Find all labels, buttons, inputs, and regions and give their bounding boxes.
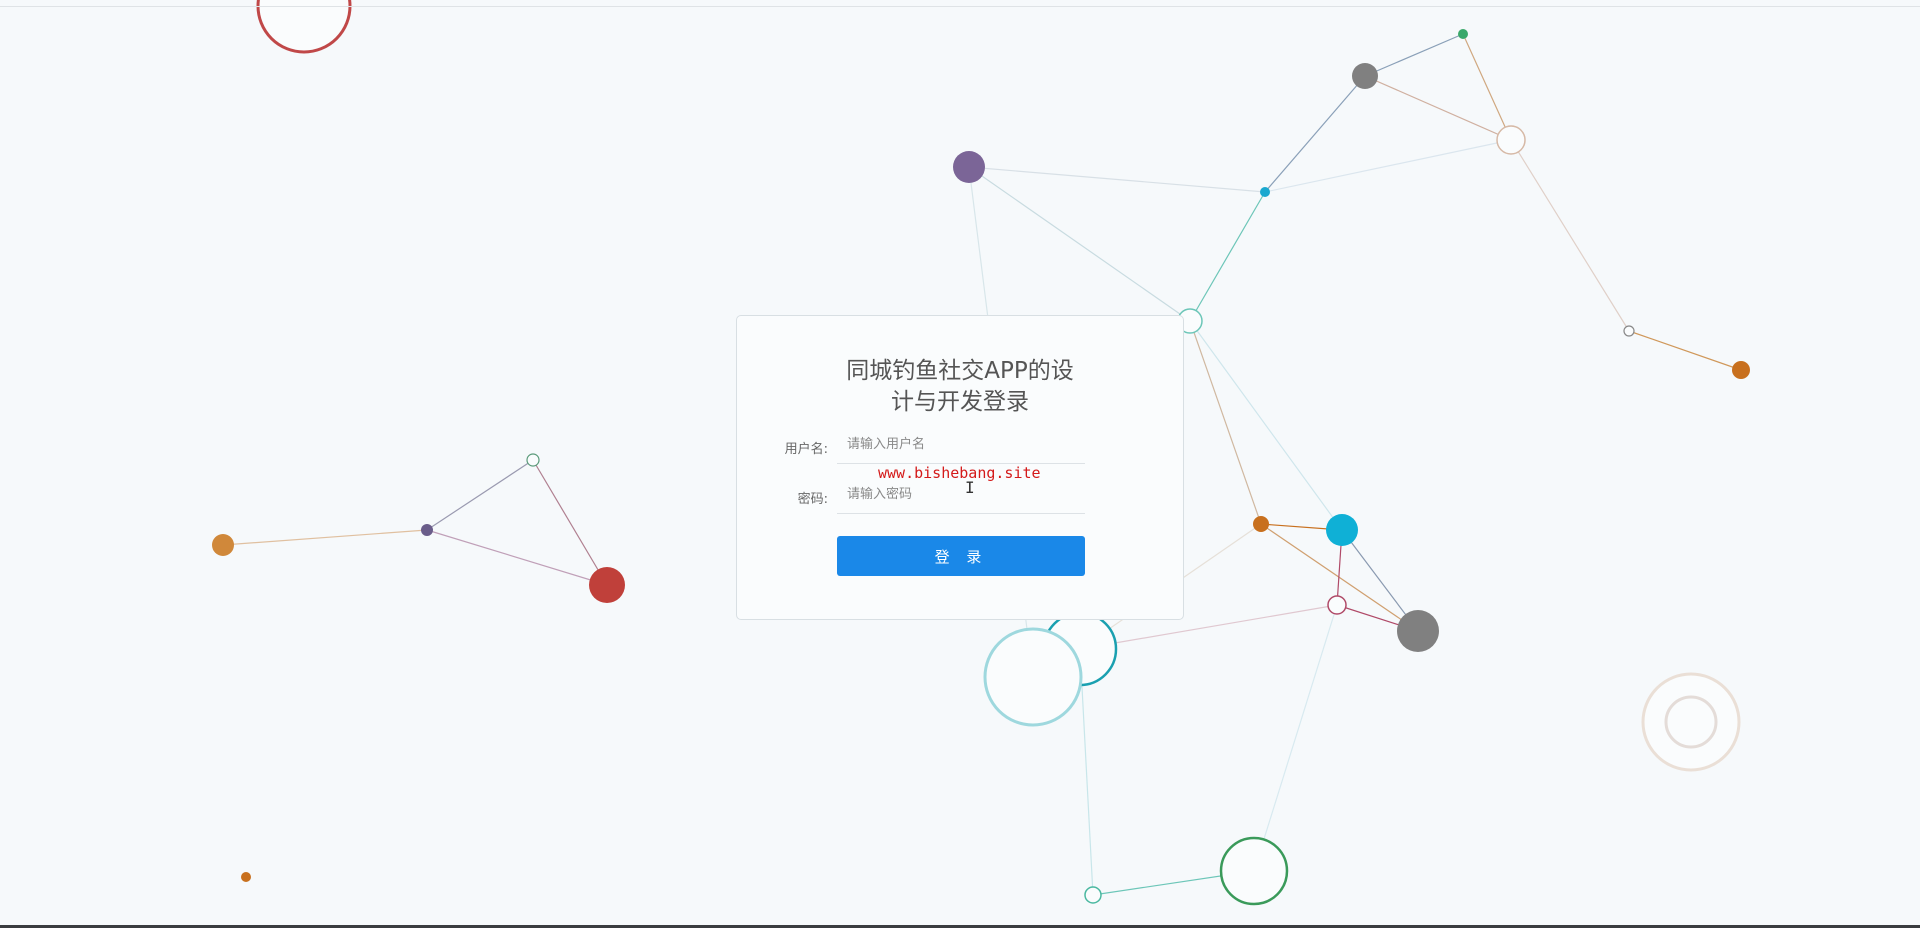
- network-link: [1264, 75, 1366, 193]
- password-label: 密码:: [797, 492, 828, 507]
- network-link: [1079, 648, 1094, 896]
- network-node: [983, 627, 1083, 727]
- network-link: [1462, 33, 1512, 141]
- network-node: [1664, 695, 1718, 749]
- username-label: 用户名:: [784, 442, 828, 457]
- taskbar-edge: [0, 925, 1920, 928]
- network-node: [256, 0, 352, 54]
- login-card: 同城钓鱼社交APP的设计与开发登录 用户名: 密码: 登 录: [736, 315, 1184, 620]
- network-link: [1253, 604, 1338, 872]
- network-node: [1496, 125, 1526, 155]
- network-node: [421, 524, 433, 536]
- network-link: [1189, 191, 1266, 322]
- network-node: [1327, 595, 1347, 615]
- network-link: [968, 166, 1191, 322]
- network-node: [1084, 886, 1102, 904]
- network-link: [1628, 330, 1742, 371]
- network-node: [1352, 63, 1378, 89]
- network-link: [1260, 523, 1419, 632]
- network-link: [222, 529, 428, 546]
- network-node: [1253, 516, 1269, 532]
- network-node: [212, 534, 234, 556]
- network-link: [1189, 320, 1262, 525]
- network-node: [1260, 187, 1270, 197]
- network-node: [1397, 610, 1439, 652]
- watermark-text: www.bishebang.site: [878, 464, 1041, 482]
- network-node: [1326, 514, 1358, 546]
- username-row: 用户名:: [737, 426, 1185, 466]
- network-link: [426, 459, 534, 531]
- network-node: [1732, 361, 1750, 379]
- network-node: [1458, 29, 1468, 39]
- network-link: [1079, 604, 1338, 650]
- network-link: [1189, 320, 1343, 531]
- login-button[interactable]: 登 录: [837, 536, 1085, 576]
- network-link: [1264, 139, 1512, 193]
- network-link: [1341, 529, 1419, 632]
- network-node: [589, 567, 625, 603]
- network-link: [968, 166, 1266, 193]
- password-input[interactable]: [837, 476, 1085, 514]
- text-cursor-icon: I: [965, 478, 975, 497]
- network-node: [526, 453, 540, 467]
- network-node: [241, 872, 251, 882]
- network-node: [1219, 836, 1289, 906]
- network-link: [426, 529, 608, 586]
- page-title: 同城钓鱼社交APP的设计与开发登录: [846, 358, 1074, 415]
- username-input[interactable]: [837, 426, 1085, 464]
- network-node: [1623, 325, 1635, 337]
- network-link: [532, 459, 608, 586]
- network-link: [1364, 33, 1464, 77]
- network-node: [953, 151, 985, 183]
- network-link: [1510, 139, 1630, 332]
- password-row: 密码:: [737, 476, 1185, 516]
- network-link: [1364, 75, 1512, 141]
- top-divider: [0, 6, 1920, 7]
